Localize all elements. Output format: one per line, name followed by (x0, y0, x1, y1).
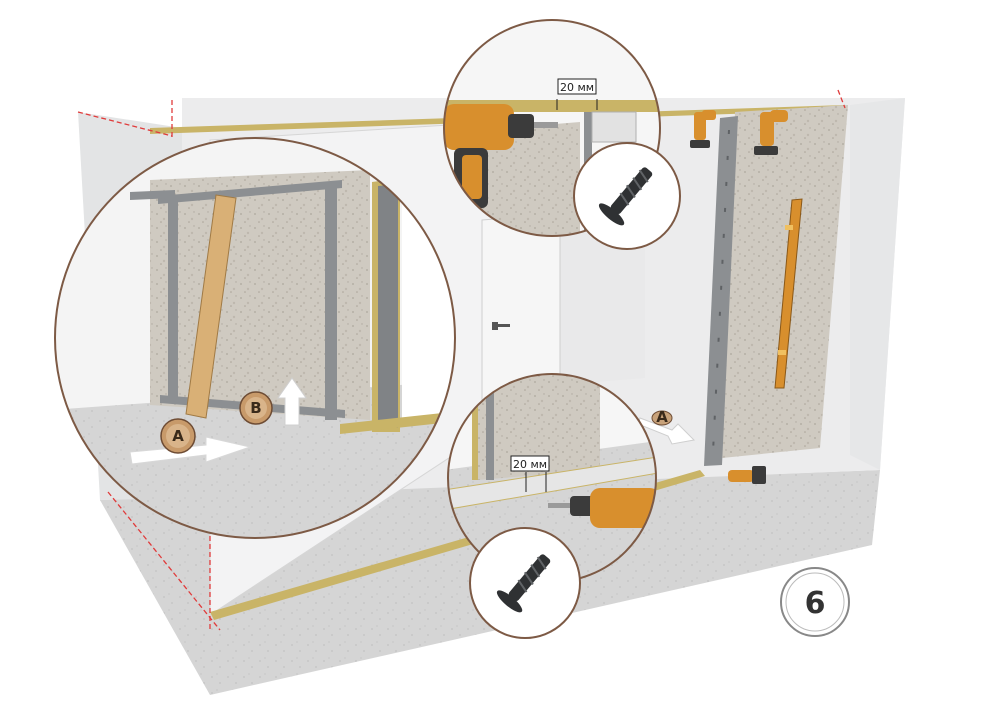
drill-icon (728, 466, 766, 484)
screw-icon (496, 554, 551, 613)
drill-icon (444, 104, 558, 208)
screw-detail-bottom (469, 527, 581, 639)
dimension-bottom: 20 мм (510, 455, 550, 492)
dimension-top: 20 мм (556, 78, 598, 110)
vertical-profile (704, 116, 738, 466)
level-icon (774, 198, 803, 389)
screw-detail-top (573, 142, 681, 250)
svg-text:A: A (656, 408, 668, 426)
step-number-badge: 6 (780, 567, 850, 637)
screw-icon (598, 167, 653, 226)
door (481, 213, 561, 401)
right-wall (850, 98, 905, 470)
svg-text:B: B (250, 399, 261, 417)
door-handle-icon (492, 322, 510, 330)
marker-a-floor: A (651, 408, 673, 426)
drill-icon (548, 488, 656, 528)
svg-text:A: A (172, 427, 184, 445)
svg-text:6: 6 (805, 586, 826, 621)
drill-icon (690, 110, 716, 148)
marker-a: A (160, 418, 196, 454)
svg-text:20 мм: 20 мм (560, 81, 594, 94)
marker-b: B (239, 391, 273, 425)
drill-icon (754, 110, 788, 155)
svg-text:20 мм: 20 мм (513, 458, 547, 471)
laser-lines (77, 89, 846, 631)
